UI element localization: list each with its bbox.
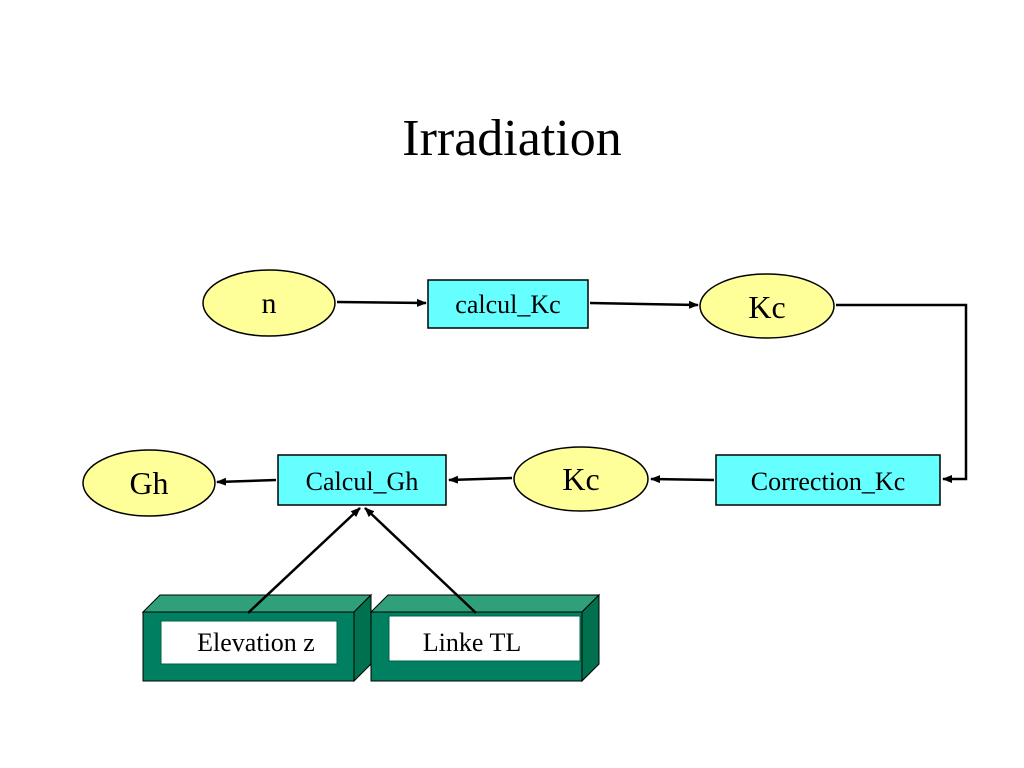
- arrow-linke-to-calcul-gh: [364, 507, 477, 614]
- node-calcul-kc: calcul_Kc: [427, 279, 589, 329]
- node-correction-kc-shape: [715, 454, 941, 506]
- node-kc-top: Kc: [699, 273, 835, 339]
- node-calcul-gh-label: Calcul_Gh: [306, 467, 419, 496]
- node-gh: Gh: [82, 449, 216, 517]
- page-title: Irradiation: [402, 110, 621, 167]
- node-n-shape: [202, 269, 336, 337]
- arrow-kc-to-calcul-gh: [448, 475, 513, 484]
- block-linke-tl-inner: [388, 615, 581, 662]
- arrow-correction-kc-to-kc: [650, 475, 715, 484]
- arrow-n-to-calcul-kc: [336, 298, 427, 307]
- node-kc-top-shape: [699, 273, 835, 339]
- block-elevation-z: Elevation z: [141, 593, 373, 683]
- node-gh-shape: [82, 449, 216, 517]
- block-linke-tl-label: Linke TL: [423, 628, 521, 657]
- arrow-calcul-kc-to-kc: [589, 300, 699, 309]
- node-kc-bottom-shape: [513, 446, 649, 512]
- node-calcul-gh: Calcul_Gh: [277, 454, 447, 506]
- block-linke-tl-top: [369, 594, 601, 613]
- arrow-calcul-gh-to-gh: [216, 477, 277, 486]
- node-gh-label: Gh: [129, 465, 168, 501]
- node-n: n: [202, 269, 336, 337]
- block-elevation-z-inner: [160, 620, 338, 665]
- node-kc-top-label: Kc: [748, 289, 785, 325]
- node-correction-kc: Correction_Kc: [715, 454, 941, 506]
- node-calcul-gh-shape: [277, 454, 447, 506]
- node-kc-bottom: Kc: [513, 446, 649, 512]
- node-n-label: n: [262, 287, 277, 320]
- arrow-kc-to-correction-kc: [836, 303, 968, 483]
- block-elevation-z-label: Elevation z: [197, 628, 315, 657]
- block-linke-tl: Linke TL: [369, 593, 601, 683]
- node-correction-kc-label: Correction_Kc: [751, 467, 906, 496]
- node-calcul-kc-label: calcul_Kc: [455, 290, 560, 319]
- node-calcul-kc-shape: [427, 279, 589, 329]
- arrow-elevation-to-calcul-gh: [247, 507, 361, 614]
- node-kc-bottom-label: Kc: [562, 461, 599, 497]
